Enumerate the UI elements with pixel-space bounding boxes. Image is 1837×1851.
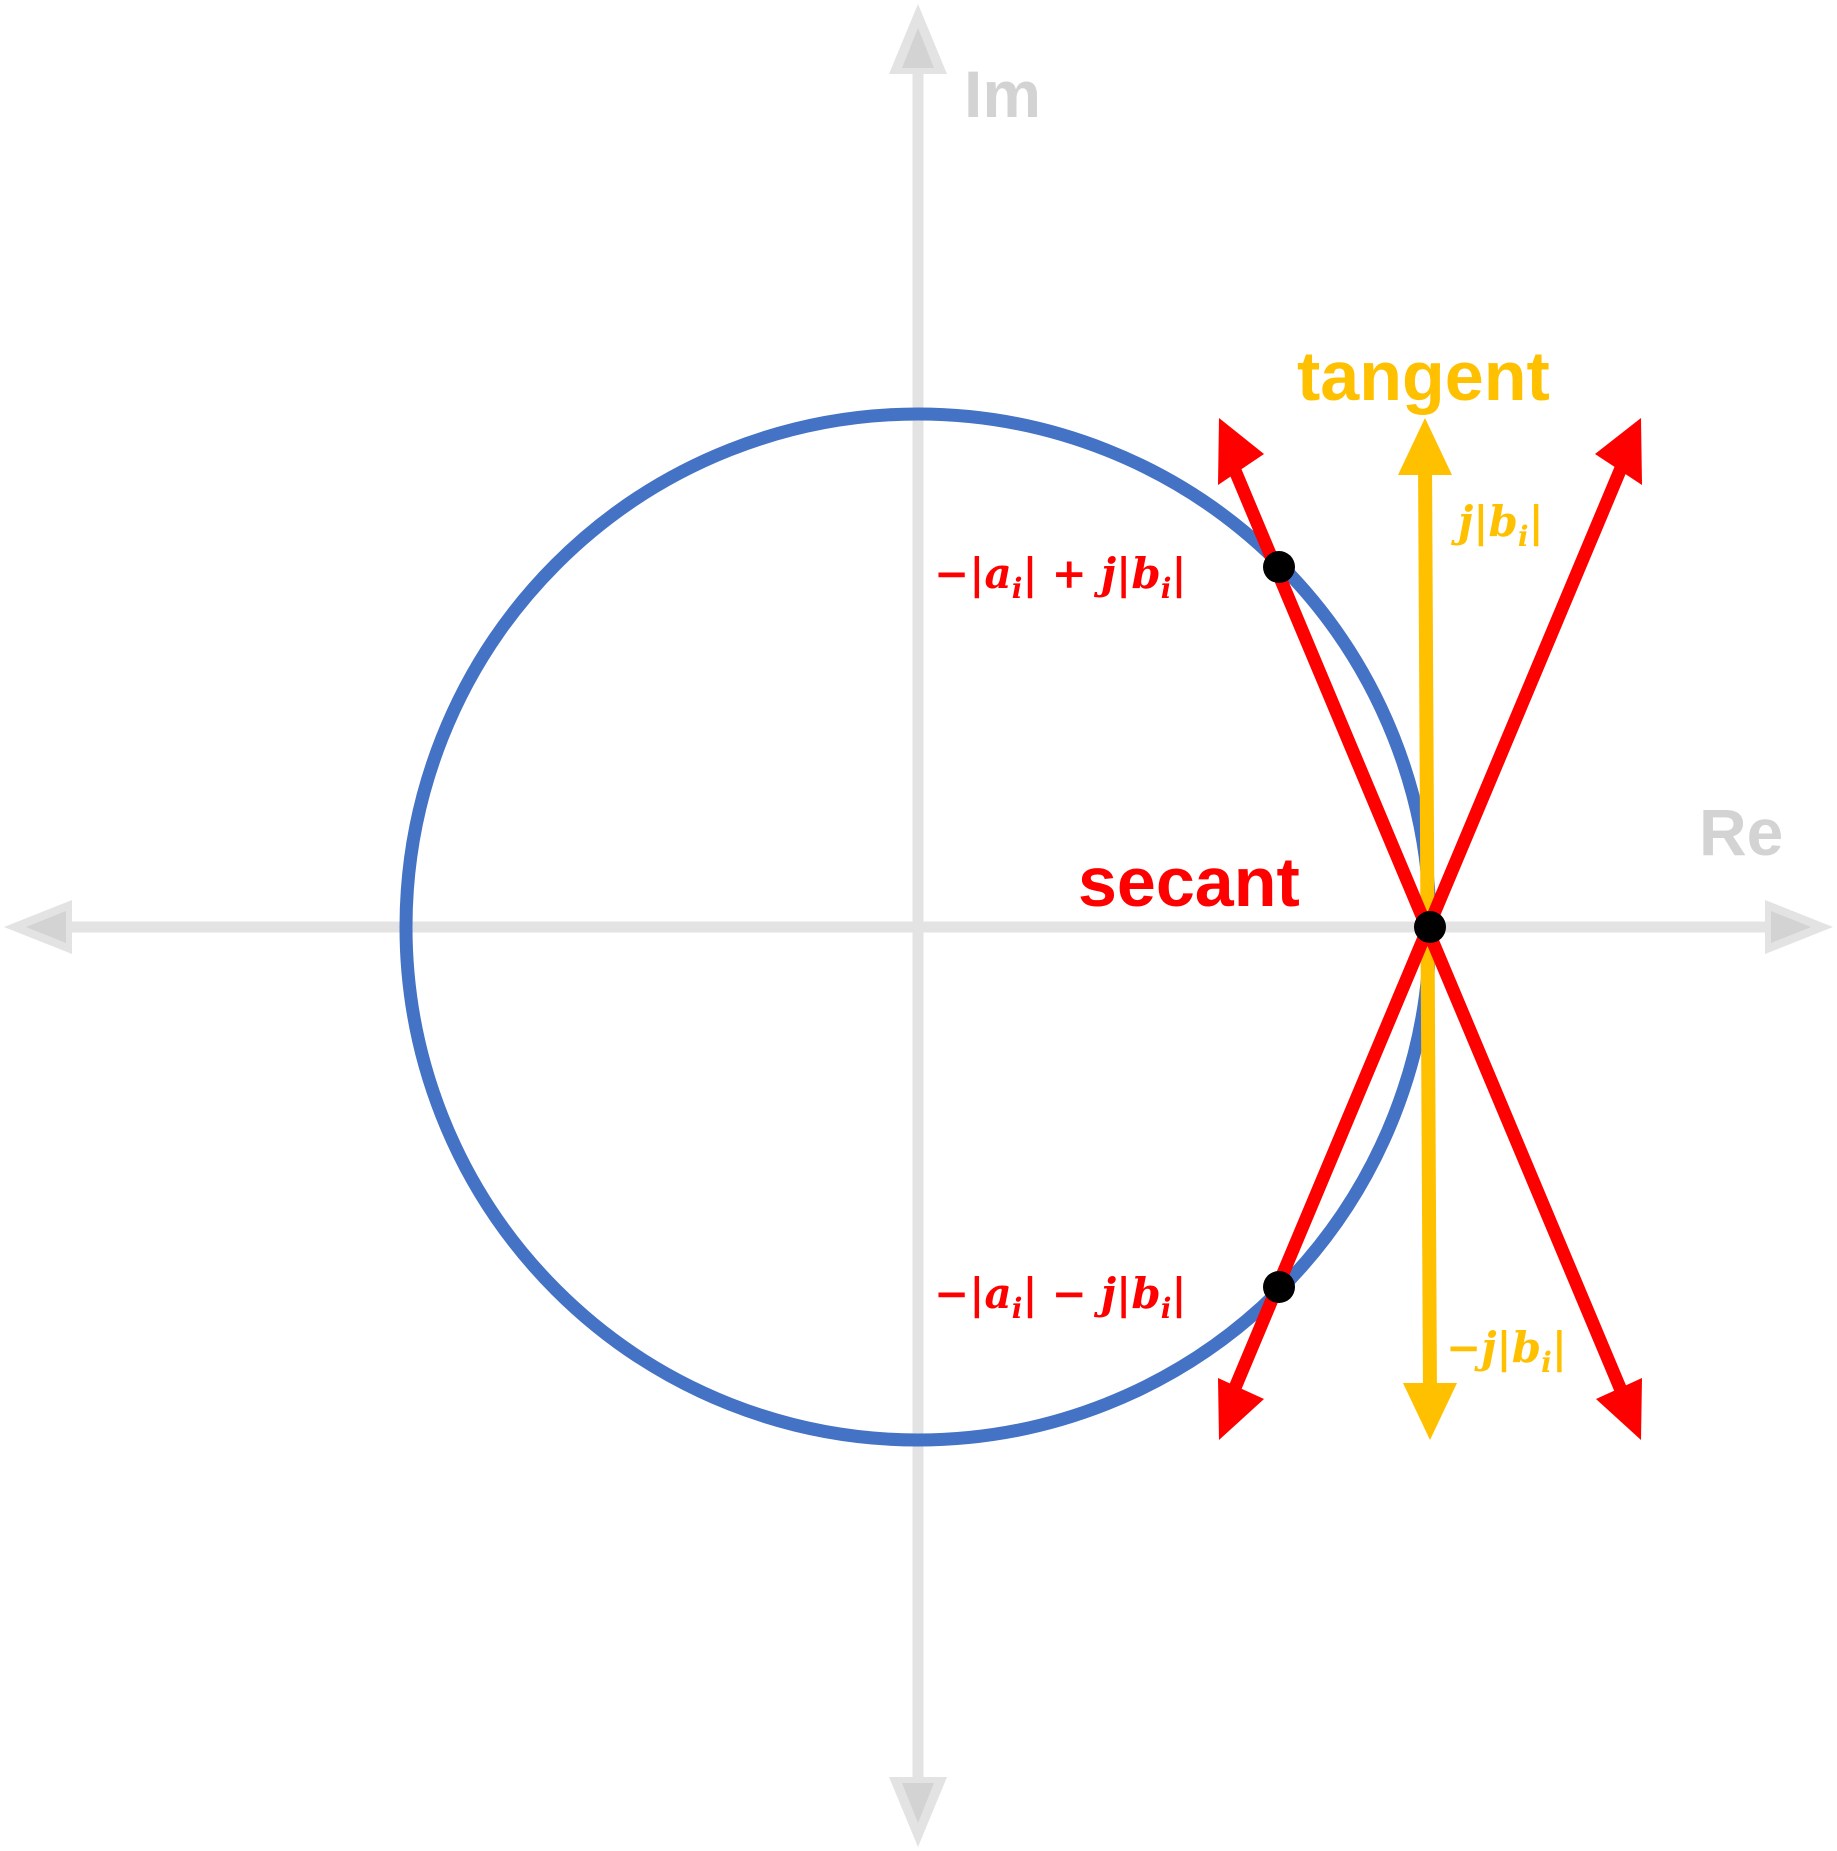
imaginary-axis [889, 4, 947, 1847]
lower-point-b-sub: i [1161, 1292, 1172, 1325]
tangent-lower-b: b [1512, 1323, 1541, 1372]
tangent-upper-b: b [1488, 497, 1517, 546]
tangent-upper-b-sub: i [1518, 520, 1529, 553]
point-upper-intersection [1263, 551, 1295, 583]
lower-point-j: j [1094, 1269, 1116, 1318]
tangent-upper-j: j [1451, 497, 1473, 546]
lower-point-op: − [1052, 1269, 1087, 1318]
upper-point-a: a [984, 549, 1011, 598]
tangent-upper-label: j|bi| [1451, 497, 1544, 553]
tangent-label: tangent [1297, 337, 1550, 415]
secant-upper-left-arrowhead [1218, 418, 1264, 485]
upper-point-a-sub: i [1012, 572, 1023, 605]
lower-point-b: b [1131, 1269, 1160, 1318]
tangent-lower-arrowhead [1403, 1383, 1457, 1440]
upper-point-b-sub: i [1161, 572, 1172, 605]
upper-point-op: + [1052, 549, 1087, 598]
secant-lower-left-arrowhead [1218, 1378, 1264, 1440]
point-lower-intersection [1263, 1271, 1295, 1303]
lower-point-sign: − [934, 1269, 969, 1318]
lower-point-a: a [984, 1269, 1011, 1318]
tangent-lower-sign: − [1446, 1323, 1481, 1372]
upper-point-sign: − [934, 549, 969, 598]
upper-point-label: −|ai|+j|bi| [934, 549, 1187, 605]
tangent-lower-label: −j|bi| [1446, 1323, 1567, 1379]
secant-lower-right-arrowhead [1596, 1378, 1642, 1440]
tangent-lower-b-sub: i [1541, 1346, 1552, 1379]
upper-point-b: b [1131, 549, 1160, 598]
tangent-upper-arrowhead [1398, 418, 1452, 475]
point-tangent-crossing [1414, 911, 1446, 943]
lower-point-label: −|ai|−j|bi| [934, 1269, 1187, 1325]
secant-upper-right-arrowhead [1595, 418, 1642, 485]
real-axis-label: Re [1699, 795, 1783, 869]
secant-label: secant [1078, 843, 1300, 921]
upper-point-j: j [1094, 549, 1116, 598]
lower-point-a-sub: i [1012, 1292, 1023, 1325]
imaginary-axis-label: Im [964, 57, 1041, 131]
